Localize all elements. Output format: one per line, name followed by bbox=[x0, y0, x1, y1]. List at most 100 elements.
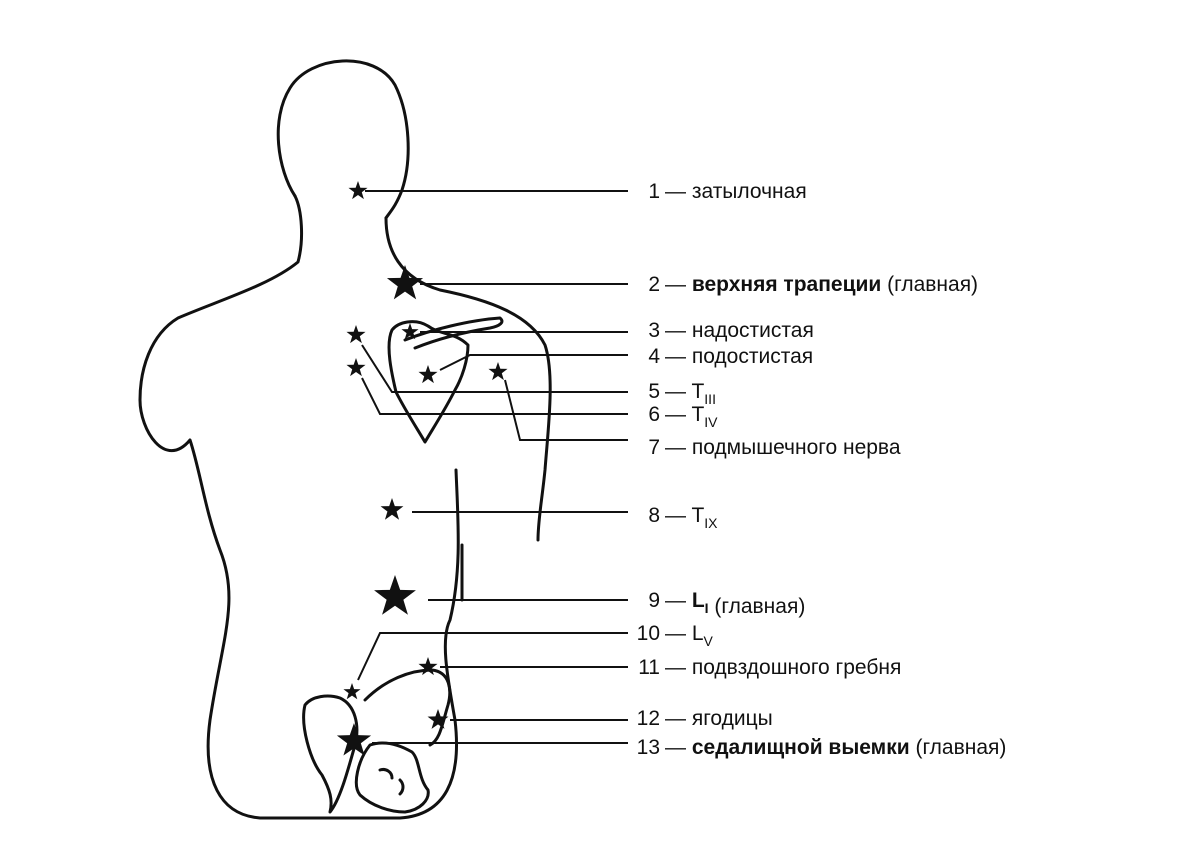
label-dash: — bbox=[665, 589, 692, 612]
label-part: подостистая bbox=[692, 345, 813, 368]
label-dash: — bbox=[665, 345, 692, 368]
leader-line-6 bbox=[361, 377, 628, 415]
ilium-left bbox=[302, 694, 359, 814]
leader-line-4 bbox=[439, 354, 628, 371]
scapula-outline bbox=[387, 320, 470, 444]
leader-line-10 bbox=[357, 632, 628, 681]
label-dash: — bbox=[665, 736, 692, 759]
label-number: 3 bbox=[648, 319, 660, 342]
label-part: L bbox=[692, 589, 705, 612]
head-outline bbox=[276, 59, 410, 220]
label-text-4: — подостистая bbox=[665, 345, 813, 368]
star-icon bbox=[488, 362, 508, 381]
leader-line-5 bbox=[361, 344, 628, 393]
label-2: 2 bbox=[648, 273, 660, 296]
label-part: T bbox=[691, 504, 704, 527]
label-1: 1 bbox=[648, 180, 660, 203]
star-icon bbox=[343, 683, 361, 700]
label-dash: — bbox=[665, 504, 691, 527]
star-icon bbox=[374, 575, 416, 615]
label-list: 1 — затылочная 2 — верхняя трапеции (глав… bbox=[637, 180, 1007, 759]
scapula-spine bbox=[403, 316, 504, 350]
label-10: 10 bbox=[637, 622, 660, 645]
star-icon bbox=[348, 181, 368, 200]
label-subscript: IV bbox=[704, 414, 718, 430]
label-text-9: — LI (главная) bbox=[665, 589, 805, 618]
label-number: 8 bbox=[648, 504, 660, 527]
label-3: 3 bbox=[648, 319, 660, 342]
label-6: 6 bbox=[648, 403, 660, 426]
label-part: (главная) bbox=[910, 736, 1007, 759]
star-icon bbox=[386, 265, 424, 300]
sacrum-inner bbox=[378, 768, 405, 796]
label-number: 6 bbox=[648, 403, 660, 426]
label-text-8: — TIX bbox=[665, 504, 718, 531]
left-body-outline bbox=[138, 194, 354, 820]
label-9: 9 bbox=[648, 589, 660, 612]
label-part: надостистая bbox=[692, 319, 814, 342]
label-dash: — bbox=[665, 622, 692, 645]
label-text-1: — затылочная bbox=[665, 180, 807, 203]
label-number: 4 bbox=[648, 345, 660, 368]
label-13: 13 bbox=[637, 736, 660, 759]
label-subscript: III bbox=[704, 391, 716, 407]
label-part: (главная) bbox=[881, 273, 978, 296]
star-icon bbox=[418, 657, 438, 676]
label-12: 12 bbox=[637, 707, 660, 730]
label-number: 2 bbox=[648, 273, 660, 296]
star-icon bbox=[418, 365, 438, 384]
label-dash: — bbox=[665, 707, 692, 730]
label-subscript: I bbox=[705, 600, 709, 616]
label-part: T bbox=[691, 380, 704, 403]
label-text-13: — седалищной выемки (главная) bbox=[665, 736, 1006, 759]
label-5: 5 bbox=[648, 380, 660, 403]
label-number: 10 bbox=[637, 622, 660, 645]
label-11: 11 bbox=[638, 656, 660, 679]
label-subscript: IX bbox=[704, 515, 718, 531]
label-part: седалищной выемки bbox=[692, 736, 910, 759]
leader-lines bbox=[357, 190, 628, 744]
label-dash: — bbox=[665, 656, 692, 679]
label-text-5: — TIII bbox=[665, 380, 716, 407]
label-part: подвздошного гребня bbox=[692, 656, 901, 679]
label-dash: — bbox=[665, 403, 691, 426]
label-part: затылочная bbox=[692, 180, 807, 203]
iliac-crest bbox=[363, 668, 452, 747]
label-number: 11 bbox=[638, 656, 660, 679]
label-dash: — bbox=[665, 436, 692, 459]
label-text-12: — ягодицы bbox=[665, 707, 773, 730]
label-number: 5 bbox=[648, 380, 660, 403]
leader-line-7 bbox=[504, 379, 628, 441]
star-icon bbox=[346, 325, 366, 344]
right-torso-outline bbox=[350, 468, 460, 820]
label-text-2: — верхняя трапеции (главная) bbox=[665, 273, 978, 296]
label-dash: — bbox=[665, 180, 692, 203]
sacrum-outline bbox=[354, 741, 430, 814]
label-dash: — bbox=[665, 273, 692, 296]
label-part: верхняя трапеции bbox=[692, 273, 881, 296]
label-part: ягодицы bbox=[692, 707, 773, 730]
label-dash: — bbox=[665, 380, 691, 403]
label-7: 7 bbox=[648, 436, 660, 459]
label-4: 4 bbox=[648, 345, 660, 368]
body-outline bbox=[138, 59, 552, 820]
star-icon bbox=[346, 358, 366, 377]
label-number: 12 bbox=[637, 707, 660, 730]
label-part: (главная) bbox=[709, 595, 806, 618]
label-text-11: — подвздошного гребня bbox=[665, 656, 901, 679]
label-number: 7 bbox=[648, 436, 660, 459]
label-subscript: V bbox=[704, 633, 714, 649]
label-8: 8 bbox=[648, 504, 660, 527]
label-part: T bbox=[691, 403, 704, 426]
star-icon bbox=[380, 498, 404, 520]
label-part: L bbox=[692, 622, 704, 645]
label-dash: — bbox=[665, 319, 692, 342]
label-number: 13 bbox=[637, 736, 660, 759]
label-text-7: — подмышечного нерва bbox=[665, 436, 901, 459]
label-number: 1 bbox=[648, 180, 660, 203]
label-number: 9 bbox=[648, 589, 660, 612]
label-part: подмышечного нерва bbox=[692, 436, 901, 459]
label-text-10: — LV bbox=[665, 622, 714, 649]
